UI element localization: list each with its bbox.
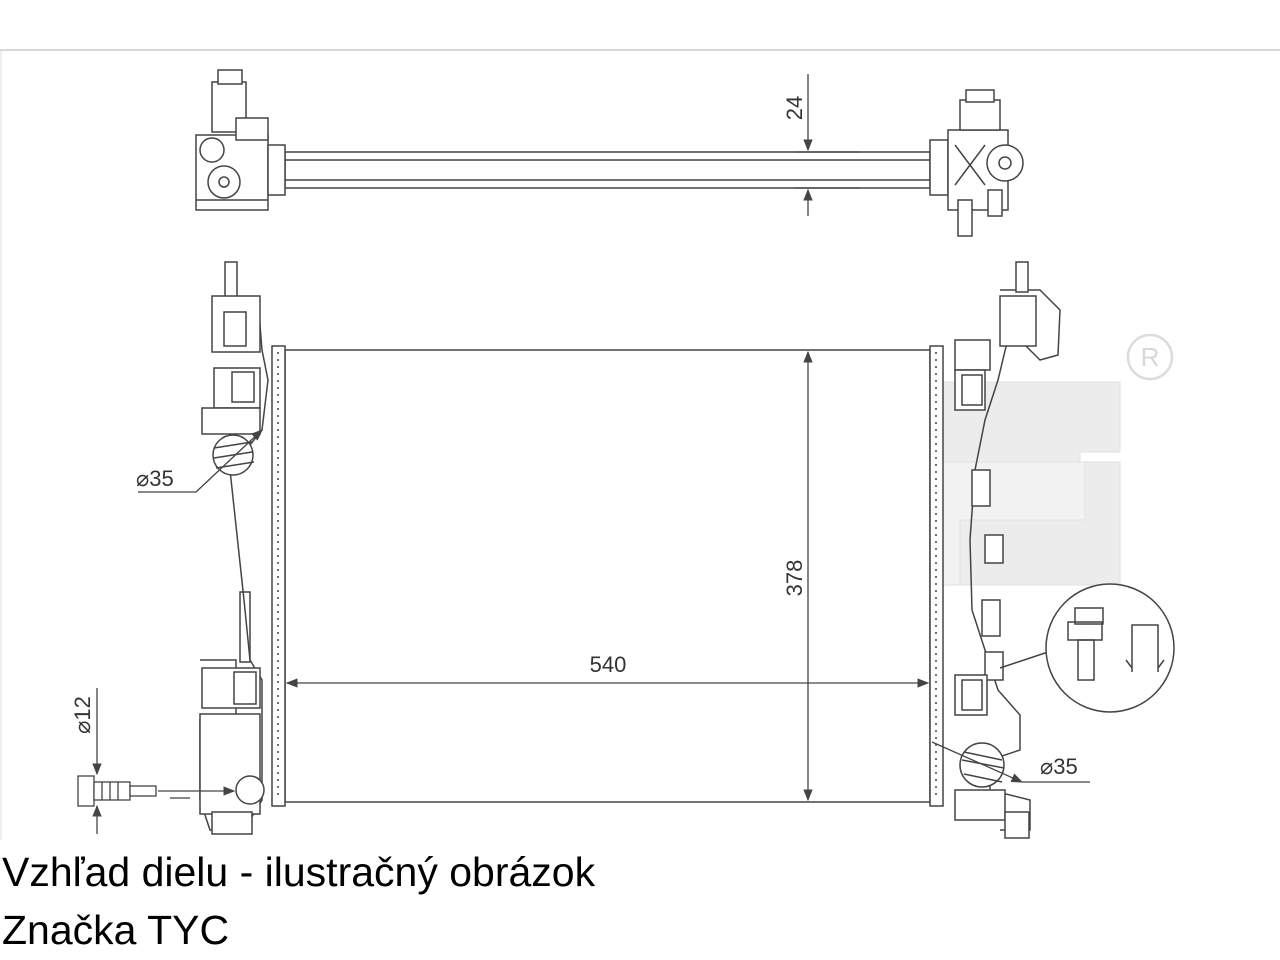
radiator-top-view xyxy=(195,69,1024,237)
thickness-dimension xyxy=(795,74,860,216)
registered-trademark-icon: R xyxy=(1126,333,1174,381)
radiator-technical-drawing: R xyxy=(0,49,1280,840)
width-dimension-label: 540 xyxy=(590,652,627,677)
brand-label: Značka TYC xyxy=(2,907,230,953)
inlet-diameter-leader xyxy=(138,429,263,493)
inlet-diameter-label: ⌀35 xyxy=(136,466,174,491)
registered-mark-text: R xyxy=(1141,342,1160,372)
illustration-note: Vzhľad dielu - ilustračný obrázok xyxy=(2,849,596,895)
drain-diameter-label: ⌀12 xyxy=(70,696,95,734)
sensor-detail-callout xyxy=(999,583,1175,713)
height-dimension-label: 378 xyxy=(782,560,807,597)
outlet-diameter-label: ⌀35 xyxy=(1040,754,1078,779)
thickness-dimension-label: 24 xyxy=(782,96,807,120)
drain-plug-detail xyxy=(77,688,236,834)
outlet-diameter-leader xyxy=(931,741,1090,783)
radiator-front-view xyxy=(199,261,1061,839)
